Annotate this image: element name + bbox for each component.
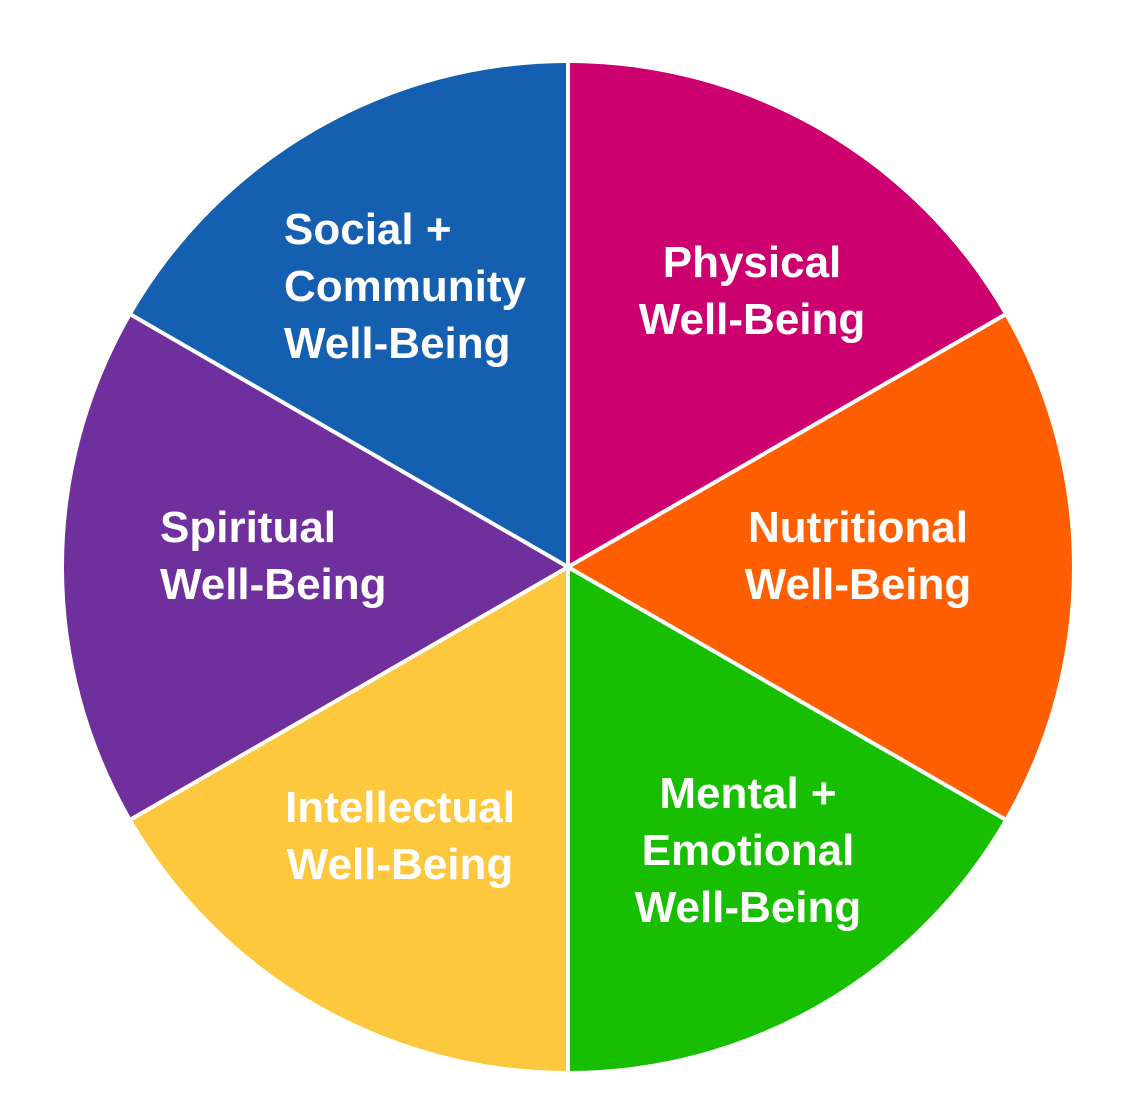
segment-spiritual (63, 315, 568, 819)
segment-nutritional (568, 315, 1073, 819)
label-nutritional-line-0: Nutritional (748, 503, 968, 552)
divider-2 (567, 565, 1006, 821)
label-spiritual-line-1: Well-Being (160, 560, 387, 609)
label-spiritual-line-0: Spiritual (160, 503, 336, 552)
label-mental-emotional-line-1: Emotional (642, 826, 855, 875)
label-social-community-line-2: Well-Being (284, 319, 511, 368)
label-physical-line-0: Physical (663, 238, 842, 287)
segment-social-community (131, 63, 568, 567)
label-physical-line-1: Well-Being (639, 295, 866, 344)
divider-1 (567, 313, 1006, 569)
label-social-community-line-0: Social + (284, 205, 452, 254)
label-nutritional-line-1: Well-Being (745, 560, 972, 609)
divider-4 (130, 565, 569, 821)
label-intellectual-line-1: Well-Being (287, 840, 514, 889)
label-mental-emotional-line-0: Mental + (659, 769, 836, 818)
segment-mental-emotional (568, 567, 1005, 1071)
label-mental-emotional-line-2: Well-Being (635, 883, 862, 932)
segment-intellectual (131, 567, 568, 1071)
segment-physical (568, 63, 1005, 567)
label-intellectual-line-0: Intellectual (285, 783, 515, 832)
divider-5 (130, 313, 569, 569)
label-social-community-line-1: Community (284, 262, 527, 311)
